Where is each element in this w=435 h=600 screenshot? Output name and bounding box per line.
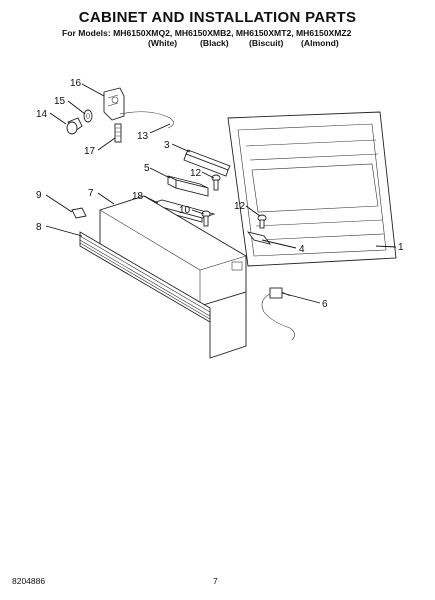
part-5-bracket xyxy=(167,175,209,197)
page-title: CABINET AND INSTALLATION PARTS xyxy=(78,9,357,26)
callout-3: 3 xyxy=(164,140,170,151)
part-8-vent-grille xyxy=(79,231,211,323)
document-number: 8204886 xyxy=(12,576,46,586)
page-number: 7 xyxy=(213,576,218,586)
callout-17: 17 xyxy=(84,146,96,157)
callout-16: 16 xyxy=(70,78,82,89)
callout-7: 7 xyxy=(88,188,94,199)
callout-10: 10 xyxy=(179,205,191,216)
model-list: For Models: MH6150XMQ2, MH6150XMB2, MH61… xyxy=(62,28,351,38)
part-3-strip xyxy=(183,149,231,177)
part-12-screw-right xyxy=(257,214,267,229)
part-17-screw xyxy=(114,123,122,143)
callout-1: 1 xyxy=(398,242,404,253)
part-15-washer xyxy=(83,109,93,123)
part-10-screw xyxy=(201,210,211,227)
part-16-bracket xyxy=(103,87,125,121)
part-6-power-cord xyxy=(261,287,295,341)
callout-8: 8 xyxy=(36,222,42,233)
part-14-knob xyxy=(66,117,83,135)
callout-13: 13 xyxy=(137,131,149,142)
color-almond: (Almond) xyxy=(301,38,339,48)
color-biscuit: (Biscuit) xyxy=(249,38,284,48)
part-9-small-plate xyxy=(71,207,87,219)
callout-6: 6 xyxy=(322,299,328,310)
callout-12-top: 12 xyxy=(190,168,202,179)
color-white: (White) xyxy=(148,38,178,48)
part-7-cabinet xyxy=(99,195,247,359)
part-12-screw-top xyxy=(211,174,221,191)
part-1-mounting-plate xyxy=(227,111,397,267)
models-value: MH6150XMQ2, MH6150XMB2, MH6150XMT2, MH61… xyxy=(113,28,352,38)
callout-15: 15 xyxy=(54,96,66,107)
callout-5: 5 xyxy=(144,163,150,174)
callout-14: 14 xyxy=(36,109,48,120)
part-13-wire xyxy=(119,111,174,129)
callout-labels: 16 15 14 13 17 3 5 12 9 7 18 10 12 8 4 1… xyxy=(36,78,404,310)
color-black: (Black) xyxy=(200,38,229,48)
callout-18: 18 xyxy=(132,191,144,202)
callout-12-right: 12 xyxy=(234,201,246,212)
callout-4: 4 xyxy=(299,244,305,255)
models-prefix: For Models: xyxy=(62,28,111,38)
callout-9: 9 xyxy=(36,190,42,201)
callout-leaders xyxy=(45,83,397,304)
